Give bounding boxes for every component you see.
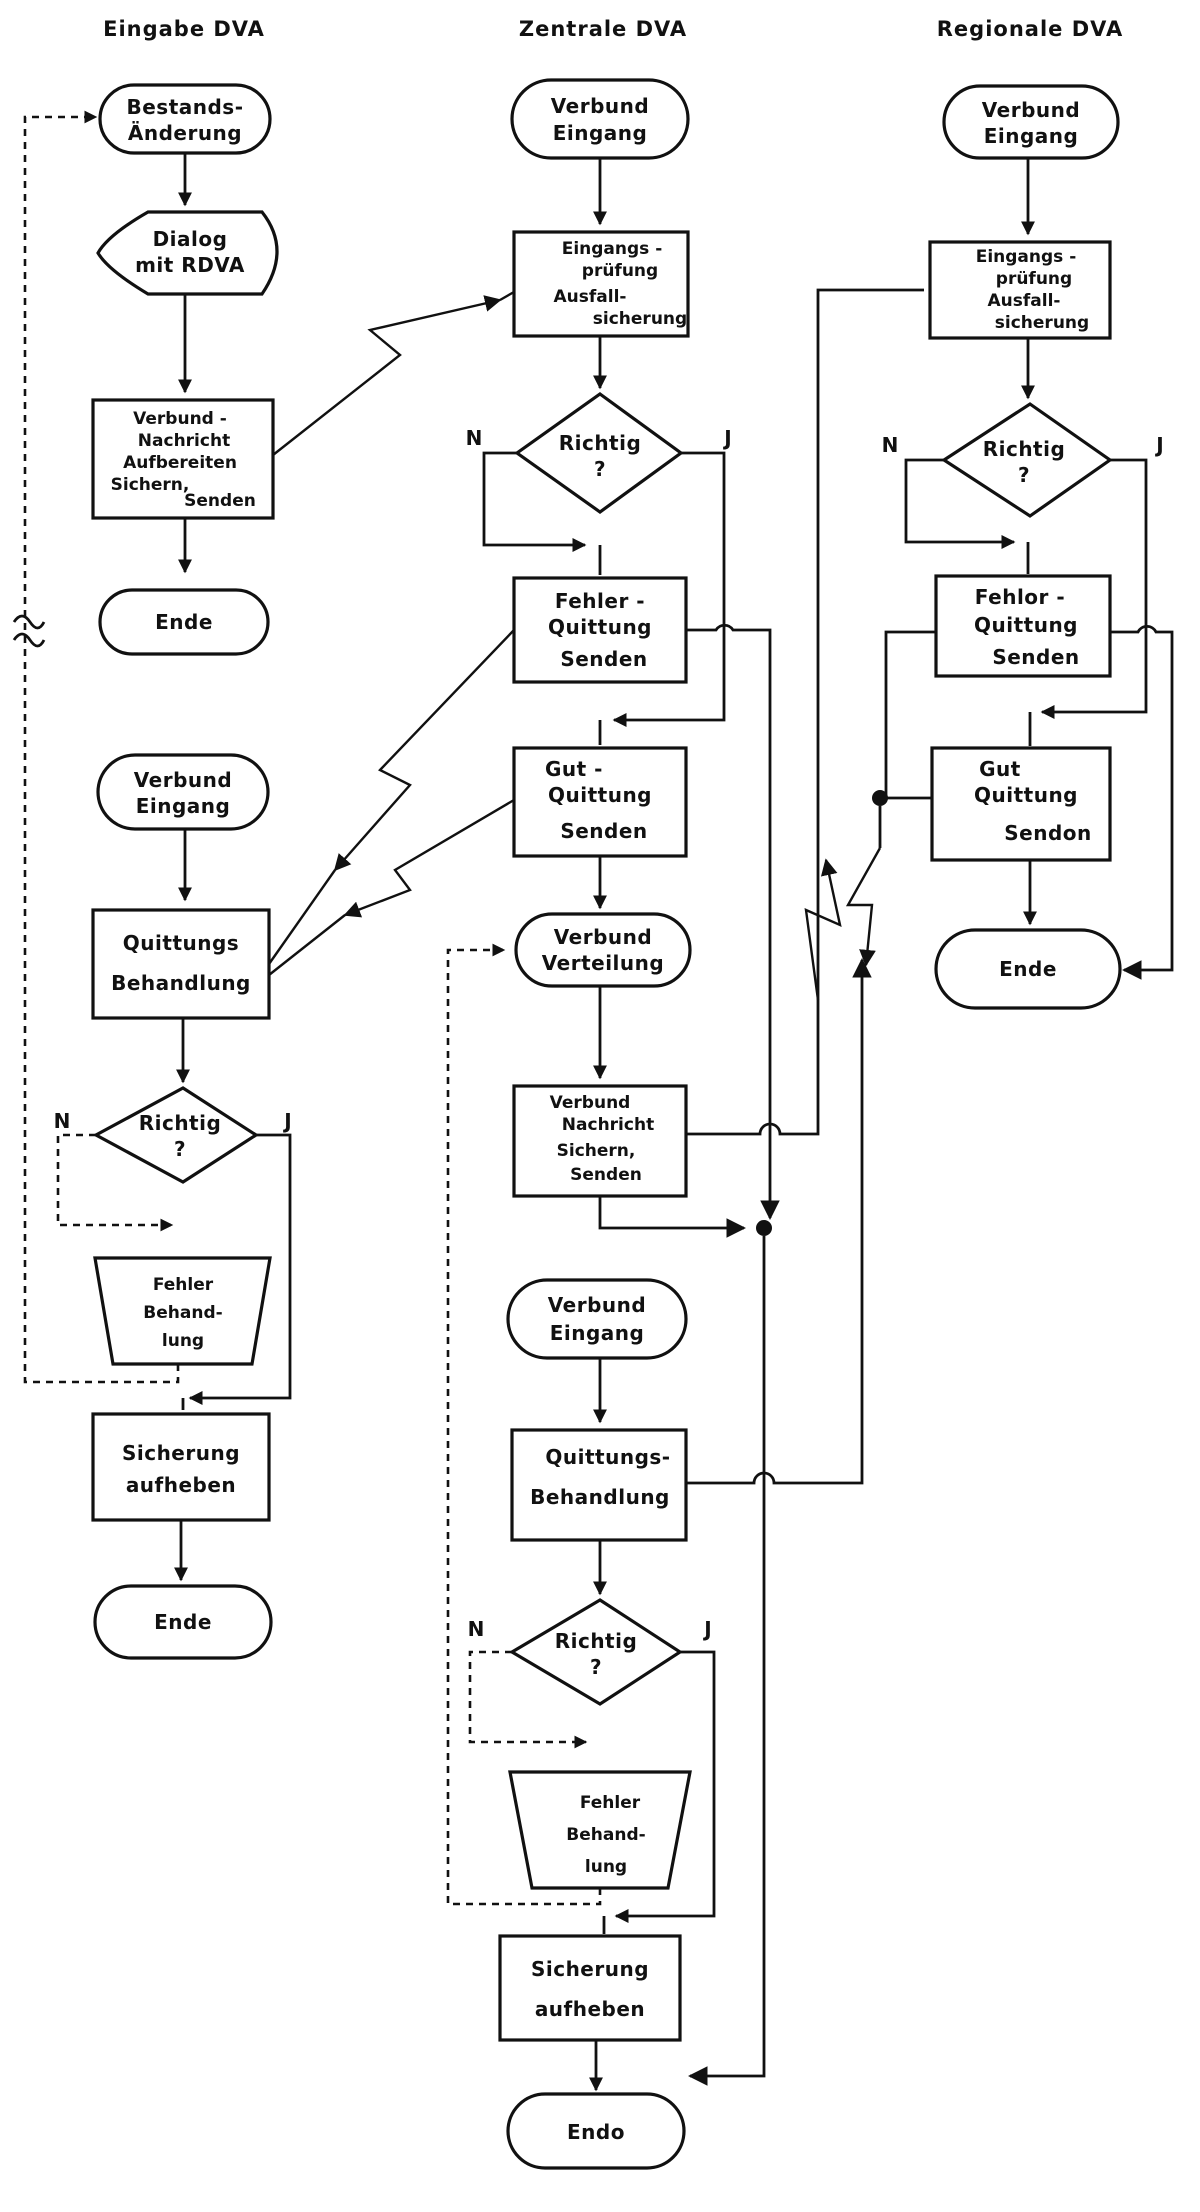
svg-text:Ende: Ende <box>154 1610 212 1634</box>
svg-text:Richtig?: Richtig? <box>139 1111 222 1161</box>
svg-text:Ende: Ende <box>155 610 213 634</box>
svg-text:Ende: Ende <box>999 957 1057 981</box>
left-check-decision: Richtig? <box>92 1086 259 1184</box>
center-end-terminal: Endo <box>506 2092 686 2170</box>
center-yes-label-2: J <box>702 1617 711 1641</box>
left-no-label: N <box>54 1109 71 1133</box>
right-no-label: N <box>882 433 899 457</box>
right-check-decision: Richtig? <box>941 402 1113 518</box>
center-merge-dot <box>756 1220 772 1236</box>
column-header-eingabe: Eingabe DVA <box>103 17 265 41</box>
right-yes-label: J <box>1154 433 1163 457</box>
transmission-links <box>268 290 882 1001</box>
svg-text:Quittungs-Behandlung: Quittungs-Behandlung <box>530 1445 670 1509</box>
center-check-decision-1: Richtig? <box>514 392 684 514</box>
center-yes-label-1: J <box>722 426 731 450</box>
svg-text:Richtig?: Richtig? <box>555 1629 638 1679</box>
svg-text:Richtig?: Richtig? <box>559 431 642 481</box>
left-yes-label: J <box>282 1109 291 1133</box>
left-end-terminal-2: Ende <box>93 1584 273 1660</box>
svg-text:Richtig?: Richtig? <box>983 437 1066 487</box>
column-header-regionale: Regionale DVA <box>937 17 1123 41</box>
center-no-label-2: N <box>468 1617 485 1641</box>
column-header-zentrale: Zentrale DVA <box>519 17 687 41</box>
right-merge-dot <box>872 790 888 806</box>
left-end-terminal-1: Ende <box>98 588 270 656</box>
svg-text:Endo: Endo <box>567 2120 625 2144</box>
center-ack-process-2: Quittungs-Behandlung <box>510 1428 688 1542</box>
center-no-label-1: N <box>466 426 483 450</box>
svg-text:Bestands-Änderung: Bestands-Änderung <box>126 95 243 145</box>
right-end-terminal: Ende <box>934 928 1122 1010</box>
center-check-decision-2: Richtig? <box>508 1598 683 1706</box>
left-start-terminal: Bestands-Änderung <box>98 83 272 155</box>
